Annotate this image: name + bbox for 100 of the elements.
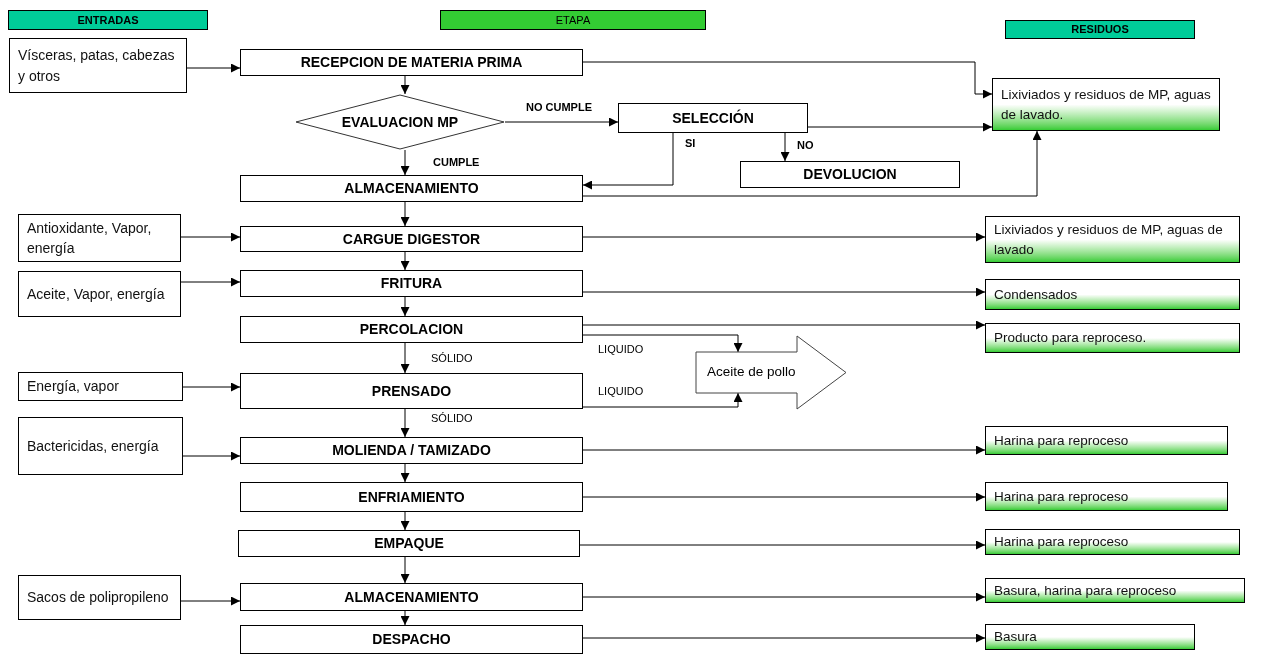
process-box bbox=[240, 482, 583, 512]
residue-box bbox=[985, 323, 1240, 353]
arrow bbox=[582, 320, 986, 330]
edge-label: NO bbox=[796, 140, 815, 151]
arrow bbox=[182, 382, 241, 392]
edge-label: SI bbox=[684, 138, 697, 149]
process-box bbox=[240, 437, 583, 464]
process-box bbox=[240, 373, 583, 409]
residue-box bbox=[985, 482, 1228, 511]
arrow bbox=[582, 287, 986, 297]
node-text: Antioxidante, Vapor, energía bbox=[27, 219, 152, 256]
process-box bbox=[618, 103, 808, 133]
node-text: Basura, harina para reproceso bbox=[994, 582, 1177, 598]
column-header bbox=[1005, 20, 1195, 39]
node-text: ENTRADAS bbox=[77, 13, 139, 26]
arrow bbox=[582, 592, 986, 602]
node-text: FRITURA bbox=[380, 275, 443, 291]
edge-label: SÓLIDO bbox=[430, 413, 474, 424]
arrow bbox=[180, 596, 241, 606]
node-text: MOLIENDA / TAMIZADO bbox=[332, 442, 491, 458]
arrow bbox=[400, 556, 410, 584]
input-box bbox=[18, 417, 183, 475]
node-text: Harina para reproceso bbox=[994, 534, 1129, 550]
arrow bbox=[582, 132, 674, 190]
column-header bbox=[440, 10, 706, 30]
node-text: CARGUE DIGESTOR bbox=[342, 230, 481, 247]
node-text: ALMACENAMIENTO bbox=[344, 180, 479, 196]
edge-label: CUMPLE bbox=[432, 157, 481, 168]
node-text: Energía, vapor bbox=[27, 378, 119, 395]
node-text: Vísceras, patas, cabezas y otros bbox=[18, 47, 175, 84]
arrow bbox=[400, 201, 410, 227]
residue-box bbox=[985, 578, 1245, 603]
process-box bbox=[240, 270, 583, 297]
arrow bbox=[582, 392, 743, 408]
arrow bbox=[780, 132, 790, 162]
arrow bbox=[400, 296, 410, 317]
node-text: PERCOLACION bbox=[359, 321, 464, 337]
residue-box bbox=[985, 624, 1195, 650]
arrow bbox=[582, 61, 993, 99]
node-text: RECEPCION DE MATERIA PRIMA bbox=[300, 54, 523, 70]
node-text: DEVOLUCION bbox=[803, 166, 897, 182]
node-text: Producto para reproceso. bbox=[994, 330, 1147, 346]
arrow bbox=[582, 334, 743, 353]
edge-label: LIQUIDO bbox=[597, 386, 645, 397]
edge-label: LIQUIDO bbox=[597, 344, 645, 355]
arrow bbox=[180, 232, 241, 242]
arrow bbox=[186, 63, 241, 73]
arrow bbox=[504, 117, 619, 127]
node-text: ENFRIAMIENTO bbox=[358, 488, 465, 505]
residue-box bbox=[985, 279, 1240, 310]
node-text: PRENSADO bbox=[371, 382, 452, 399]
process-box bbox=[740, 161, 960, 188]
process-box bbox=[240, 226, 583, 252]
process-box bbox=[240, 316, 583, 343]
process-box bbox=[240, 625, 583, 654]
arrow bbox=[807, 122, 993, 132]
node-text: Harina para reproceso bbox=[994, 432, 1129, 448]
node-text: EVALUACION MP bbox=[341, 113, 459, 130]
residue-box bbox=[985, 426, 1228, 455]
node-text: Sacos de polipropileno bbox=[27, 589, 169, 606]
residue-box bbox=[985, 529, 1240, 555]
arrow bbox=[400, 251, 410, 271]
node-text: RESIDUOS bbox=[1071, 23, 1129, 36]
output-arrow-shape bbox=[695, 335, 847, 410]
decision-diamond bbox=[295, 94, 505, 150]
process-box bbox=[240, 583, 583, 611]
input-box bbox=[18, 575, 181, 620]
process-box bbox=[240, 175, 583, 202]
process-box bbox=[240, 49, 583, 76]
arrow bbox=[582, 633, 986, 643]
input-box bbox=[9, 38, 187, 93]
input-box bbox=[18, 372, 183, 401]
node-text: Bactericidas, energía bbox=[27, 437, 159, 454]
node-text: Aceite, Vapor, energía bbox=[27, 285, 165, 302]
edge-label: NO CUMPLE bbox=[525, 102, 593, 113]
arrow bbox=[582, 232, 986, 242]
column-header bbox=[8, 10, 208, 30]
node-text: Basura bbox=[994, 629, 1037, 645]
arrow bbox=[400, 408, 410, 438]
arrow bbox=[400, 511, 410, 531]
input-box bbox=[18, 214, 181, 262]
arrow bbox=[400, 610, 410, 626]
node-text: Aceite de pollo bbox=[707, 364, 796, 380]
input-box bbox=[18, 271, 181, 317]
node-text: Lixiviados y residuos de MP, aguas de lavado. bbox=[1001, 86, 1211, 122]
arrow bbox=[579, 540, 986, 550]
arrow bbox=[582, 445, 986, 455]
residue-box bbox=[992, 78, 1220, 131]
node-text: SELECCIÓN bbox=[672, 109, 754, 126]
arrow bbox=[400, 463, 410, 483]
arrow bbox=[400, 342, 410, 374]
arrow bbox=[182, 451, 241, 461]
residue-box bbox=[985, 216, 1240, 263]
node-text: ALMACENAMIENTO bbox=[344, 588, 479, 605]
node-text: EMPAQUE bbox=[374, 535, 444, 551]
node-text: Harina para reproceso bbox=[994, 488, 1129, 504]
node-text: Lixiviados y residuos de MP, aguas de lavado bbox=[994, 221, 1223, 257]
arrow bbox=[582, 492, 986, 502]
arrow bbox=[400, 149, 410, 176]
arrow bbox=[582, 130, 1042, 197]
